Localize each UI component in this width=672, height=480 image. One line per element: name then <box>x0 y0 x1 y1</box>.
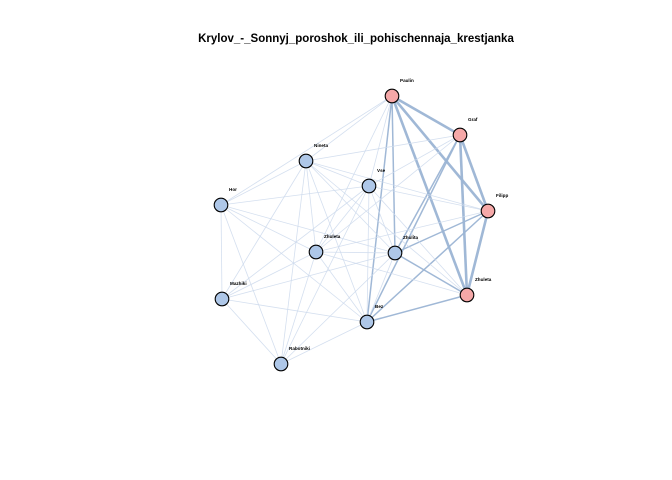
edge-zhuleta_r-ninetta <box>305 160 468 296</box>
node-circle[interactable] <box>308 244 324 260</box>
edge-filipp-ninetta <box>305 160 489 212</box>
node-label: Paulin <box>400 78 414 83</box>
edge-bez-rabotniki <box>280 321 368 365</box>
edge-vse-zhuleta_l <box>315 185 370 253</box>
edge-graf-zhuleta_l <box>315 134 461 253</box>
edge-zhuleta_l-bez <box>315 251 368 323</box>
edge-ninetta-zhuleta_l <box>305 160 317 253</box>
node-label: Zhuleta <box>475 277 492 282</box>
edge-paulin-zhulita <box>391 95 396 254</box>
node-label: Filipp <box>496 193 508 198</box>
node-circle[interactable] <box>387 245 403 261</box>
edge-hor-bez <box>220 204 368 323</box>
edge-filipp-vse <box>368 185 489 212</box>
edge-zhulita-bez <box>366 252 396 323</box>
edge-paulin-ninetta <box>305 95 393 162</box>
edge-zhuleta_r-bez <box>366 294 468 323</box>
edge-vse-zhulita <box>368 185 396 254</box>
edge-ninetta-vse <box>305 160 370 187</box>
edge-graf-filipp <box>458 134 490 212</box>
edge-ninetta-bez <box>305 160 368 323</box>
node-label: Vse <box>377 168 386 173</box>
node-circle[interactable] <box>459 287 475 303</box>
edge-filipp-zhuleta_r <box>465 210 490 296</box>
node-label: Graf <box>468 117 478 122</box>
node-label: Rabotniki <box>289 346 310 351</box>
node-ninetta[interactable]: Nineta <box>298 143 328 169</box>
edge-ninetta-zhulita <box>305 160 396 254</box>
edge-zhuleta_r-vse <box>368 185 468 296</box>
edge-layer <box>220 94 490 365</box>
edge-filipp-zhuleta_l <box>315 210 489 253</box>
edge-mazhiki-rabotniki <box>221 298 282 365</box>
edge-graf-vse <box>368 134 461 187</box>
edge-paulin-vse <box>368 95 393 187</box>
node-graf[interactable]: Graf <box>452 117 478 143</box>
edge-zhulita-mazhiki <box>221 252 396 300</box>
edge-vse-hor <box>220 185 370 206</box>
node-hor[interactable]: Hor <box>213 187 237 213</box>
node-circle[interactable] <box>213 197 229 213</box>
node-label: Nineta <box>314 143 328 148</box>
edge-graf-ninetta <box>305 134 461 162</box>
node-zhuleta_l[interactable]: Zhuleta <box>308 234 341 260</box>
edge-ninetta-mazhiki <box>221 160 307 300</box>
node-circle[interactable] <box>480 203 496 219</box>
edge-vse-bez <box>366 185 370 323</box>
node-zhuleta_r[interactable]: Zhuleta <box>459 277 492 303</box>
node-circle[interactable] <box>298 153 314 169</box>
edge-zhuleta_l-zhulita <box>315 251 396 254</box>
edge-zhulita-rabotniki <box>280 252 396 365</box>
node-label: Mazhiki <box>230 281 247 286</box>
edge-zhuleta_l-rabotniki <box>280 251 317 365</box>
node-filipp[interactable]: Filipp <box>480 193 508 219</box>
edge-zhuleta_l-mazhiki <box>221 251 317 300</box>
node-circle[interactable] <box>452 127 468 143</box>
edge-paulin-graf <box>391 94 461 137</box>
node-label: Hor <box>229 187 237 192</box>
node-circle[interactable] <box>359 314 375 330</box>
edge-hor-mazhiki <box>220 204 223 300</box>
node-paulin[interactable]: Paulin <box>384 78 414 104</box>
node-circle[interactable] <box>214 291 230 307</box>
edge-graf-zhuleta_r <box>458 134 469 296</box>
edge-ninetta-rabotniki <box>280 160 307 365</box>
edge-zhuleta_r-zhulita <box>394 252 468 296</box>
edge-vse-mazhiki <box>221 185 370 300</box>
edge-paulin-bez <box>366 95 393 323</box>
edge-vse-rabotniki <box>280 185 370 365</box>
edge-hor-zhuleta_l <box>220 204 317 253</box>
edge-paulin-hor <box>220 95 393 206</box>
edge-paulin-filipp <box>391 95 489 212</box>
node-label: Bez <box>375 304 384 309</box>
node-mazhiki[interactable]: Mazhiki <box>214 281 247 307</box>
node-circle[interactable] <box>361 178 377 194</box>
node-zhulita[interactable]: Zhulita <box>387 235 419 261</box>
edge-filipp-zhulita <box>394 210 489 254</box>
edge-zhuleta_r-zhuleta_l <box>315 251 468 296</box>
node-vse[interactable]: Vse <box>361 168 386 194</box>
node-circle[interactable] <box>273 356 289 372</box>
graph-title: Krylov_-_Sonnyj_poroshok_ili_pohischenna… <box>198 33 514 45</box>
node-label: Zhulita <box>403 235 419 240</box>
edge-ninetta-hor <box>220 160 307 206</box>
node-label: Zhuleta <box>324 234 341 239</box>
edge-mazhiki-bez <box>221 298 368 323</box>
node-circle[interactable] <box>384 88 400 104</box>
node-rabotniki[interactable]: Rabotniki <box>273 346 310 372</box>
edge-hor-zhulita <box>220 204 396 254</box>
node-bez[interactable]: Bez <box>359 304 384 330</box>
edge-filipp-bez <box>366 210 489 323</box>
